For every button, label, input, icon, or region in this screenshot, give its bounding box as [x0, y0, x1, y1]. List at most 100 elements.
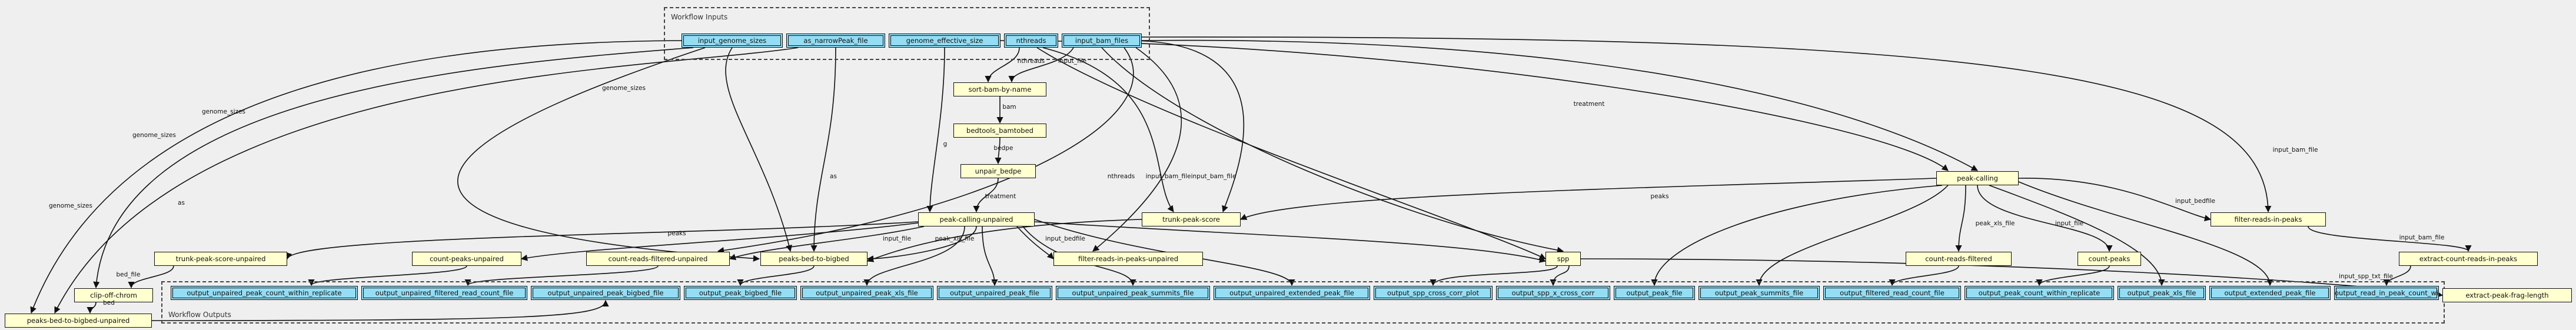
edge [2383, 265, 2411, 286]
spp-node[interactable]: spp [1545, 252, 1581, 266]
edge [30, 40, 688, 314]
edge [285, 221, 919, 260]
edge [737, 265, 815, 286]
as-narrowpeak-file-node[interactable]: as_narrowPeak_file [786, 34, 885, 48]
edge [151, 299, 609, 321]
edge-label-bed-file: bed_file [116, 271, 141, 278]
edge-label-peaks-1: peaks [1650, 193, 1669, 200]
output-peak-count-within-replicate-node[interactable]: output_peak_count_within_replicate [1965, 286, 2114, 300]
edge-label-input-spp-txt-file: input_spp_txt_file [2339, 273, 2393, 280]
edge-label-input-bam-file-3: input_bam_file [2272, 146, 2318, 154]
output-unpaired-peak-bigbed-file-node[interactable]: output_unpaired_peak_bigbed_file [531, 286, 680, 300]
edge-label-bedpe: bedpe [993, 145, 1013, 152]
edge [54, 47, 799, 314]
extract-peak-frag-length-node[interactable]: extract-peak-frag-length [2442, 288, 2572, 302]
edge [2018, 178, 2212, 222]
nthreads-node[interactable]: nthreads [1004, 34, 1058, 48]
edge [995, 137, 1002, 165]
edge-label-input-bam-file-1: input_bam_file [1145, 173, 1191, 180]
filter-reads-in-peaks-node[interactable]: filter-reads-in-peaks [2211, 212, 2326, 226]
edge-label-nthreads-2: nthreads [1107, 173, 1135, 180]
output-unpaired-peak-file-node[interactable]: output_unpaired_peak_file [937, 286, 1052, 300]
trunk-peak-score-unpaired-node[interactable]: trunk-peak-score-unpaired [154, 252, 287, 266]
edge-label-input-bedfile-1: input_bedfile [2175, 198, 2216, 205]
edge [1977, 185, 2113, 252]
output-read-in-peak-count-within-replicate-node[interactable]: output_read_in_peak_count_within_replica… [2334, 286, 2439, 300]
edge [1034, 221, 1547, 263]
edge [1889, 265, 1959, 286]
edge-label-treatment-1: treatment [985, 193, 1016, 200]
edge-label-input-file-3: input_file [2055, 220, 2084, 227]
trunk-peak-score-node[interactable]: trunk-peak-score [1142, 212, 1241, 226]
edge [1239, 178, 1937, 220]
edge-label-genome-sizes-1: genome_sizes [132, 132, 176, 139]
edge-label-peaks-2: peaks [667, 230, 686, 237]
edge [1141, 36, 2272, 213]
edge [926, 47, 945, 213]
peak-calling-node[interactable]: peak-calling [1936, 171, 2019, 185]
output-unpaired-extended-peak-file-node[interactable]: output_unpaired_extended_peak_file [1214, 286, 1370, 300]
output-unpaired-filtered-read-count-file-node[interactable]: output_unpaired_filtered_read_count_file [361, 286, 527, 300]
output-extended-peak-file-node[interactable]: output_extended_peak_file [2209, 286, 2331, 300]
edge [1955, 185, 1966, 252]
edge-label-as-2: as [830, 173, 837, 180]
edge [1756, 185, 1949, 286]
edge-label-genome-sizes-3: genome_sizes [202, 108, 245, 115]
edge [2018, 181, 2273, 286]
edge [725, 47, 793, 252]
clip-off-chrom-node[interactable]: clip-off-chrom [74, 288, 153, 302]
output-unpaired-peak-summits-file-node[interactable]: output_unpaired_peak_summits_file [1056, 286, 1210, 300]
edge [985, 47, 1020, 83]
output-peak-file-node[interactable]: output_peak_file [1614, 286, 1695, 300]
edge [1016, 226, 1054, 259]
edge [1034, 219, 1295, 286]
extract-count-reads-in-peaks-node[interactable]: extract-count-reads-in-peaks [2399, 252, 2538, 266]
edge-label-as-1: as [178, 199, 185, 206]
edge-label-bed: bed [103, 299, 115, 306]
edge [1651, 185, 1943, 286]
peak-calling-unpaired-node[interactable]: peak-calling-unpaired [918, 212, 1035, 226]
output-peak-summits-file-node[interactable]: output_peak_summits_file [1699, 286, 1820, 300]
peaks-bed-to-bigbed-node[interactable]: peaks-bed-to-bigbed [760, 252, 867, 266]
edge [1042, 47, 1174, 212]
genome-effective-size-node[interactable]: genome_effective_size [889, 34, 1001, 48]
edge [87, 302, 97, 314]
edge-label-peak-xls-file-1: peak_xls_file [935, 235, 975, 242]
output-unpaired-peak-count-within-replicate-node[interactable]: output_unpaired_peak_count_within_replic… [171, 286, 358, 300]
unpair-bedpe-node[interactable]: unpair_bedpe [960, 164, 1036, 178]
workflow-inputs-cluster: Workflow Inputs [664, 7, 1150, 60]
edge-label-input-bedfile-2: input_bedfile [1045, 235, 1086, 242]
output-spp-cross-corr-plot-node[interactable]: output_spp_cross_corr_plot [1374, 286, 1493, 300]
workflow-inputs-label: Workflow Inputs [671, 13, 728, 21]
input-bam-files-node[interactable]: input_bam_files [1062, 34, 1142, 48]
input-genome-sizes-node[interactable]: input_genome_sizes [682, 34, 783, 48]
edge [982, 226, 998, 286]
workflow-outputs-cluster: Workflow Outputs [161, 281, 2445, 324]
output-peak-bigbed-file-node[interactable]: output_peak_bigbed_file [684, 286, 797, 300]
count-reads-filtered-unpaired-node[interactable]: count-reads-filtered-unpaired [586, 252, 730, 266]
edge [2036, 265, 2110, 286]
output-filtered-read-count-file-node[interactable]: output_filtered_read_count_file [1823, 286, 1961, 300]
edge-label-genome-sizes-4: genome_sizes [602, 85, 646, 92]
edge [973, 178, 999, 213]
count-peaks-node[interactable]: count-peaks [2078, 252, 2141, 266]
count-peaks-unpaired-node[interactable]: count-peaks-unpaired [412, 252, 521, 266]
output-unpaired-peak-xls-file-node[interactable]: output_unpaired_peak_xls_file [800, 286, 933, 300]
workflow-outputs-label: Workflow Outputs [168, 311, 231, 319]
count-reads-filtered-node[interactable]: count-reads-filtered [1906, 252, 2012, 266]
bedtools-bamtobed-node[interactable]: bedtools_bamtobed [953, 124, 1046, 138]
edge-label-nthreads-1: nthreads [1017, 58, 1045, 65]
output-spp-x-cross-corr-node[interactable]: output_spp_x_cross_corr [1496, 286, 1610, 300]
edge [2308, 226, 2472, 252]
edge [1430, 265, 1558, 286]
output-peak-xls-file-node[interactable]: output_peak_xls_file [2118, 286, 2206, 300]
edge [1092, 47, 1182, 252]
edge-label-input-file-1: input_file [1058, 58, 1087, 65]
peaks-bed-to-bigbed-unpaired-node[interactable]: peaks-bed-to-bigbed-unpaired [5, 314, 152, 328]
edge [1000, 40, 1949, 171]
edge [128, 265, 174, 289]
edge [457, 47, 760, 262]
sort-bam-by-name-node[interactable]: sort-bam-by-name [953, 82, 1046, 96]
filter-reads-in-peaks-unpaired-node[interactable]: filter-reads-in-peaks-unpaired [1053, 252, 1203, 266]
